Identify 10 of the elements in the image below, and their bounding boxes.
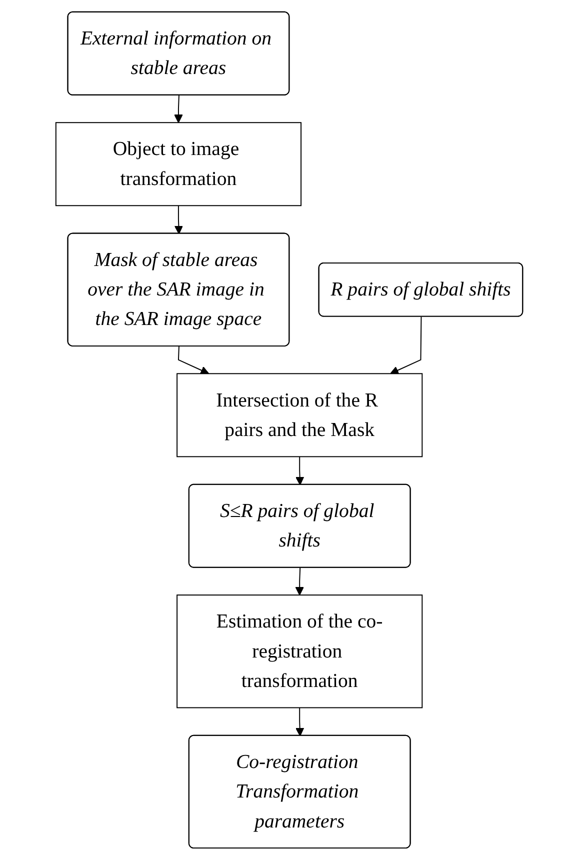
- arrow: [294, 567, 304, 596]
- arrow: [295, 456, 304, 486]
- arrow: [174, 94, 183, 123]
- arrow: [295, 707, 304, 736]
- node-box: Intersection of the R pairs and the Mask: [176, 373, 422, 458]
- arrow: [390, 316, 422, 374]
- arrow: [178, 346, 209, 374]
- arrow: [174, 205, 183, 234]
- node-box: Estimation of the co-registration transformation: [176, 594, 422, 708]
- node-box: Object to image transformation: [55, 122, 302, 206]
